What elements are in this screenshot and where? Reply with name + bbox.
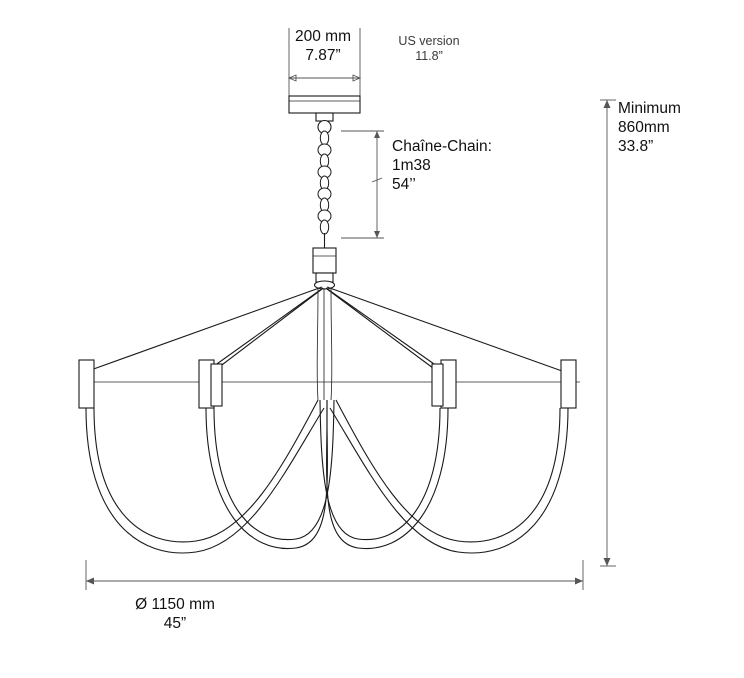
- diameter-line2: 45”: [163, 614, 187, 632]
- top-width-label: 200 mm 7.87”: [258, 28, 388, 66]
- central-hub: [312, 247, 337, 290]
- arm-end-sockets: [78, 359, 577, 409]
- minimum-line1: Minimum: [618, 100, 681, 117]
- draped-loops: [85, 287, 569, 554]
- chain-line1: Chaîne-Chain:: [392, 138, 492, 155]
- us-version-label: US version 11.8”: [374, 34, 484, 65]
- diameter-label: Ø 1150 mm 45”: [80, 596, 270, 634]
- top-width-line2: 7.87”: [305, 46, 341, 64]
- minimum-line2: 860mm: [618, 118, 670, 136]
- top-width-line1: 200 mm: [295, 28, 351, 45]
- top-width-dimension: [287, 28, 362, 96]
- minimum-height-label: Minimum 860mm 33.8”: [618, 100, 738, 157]
- upper-struts: [87, 286, 563, 375]
- diameter-line1: Ø 1150 mm: [135, 596, 215, 613]
- minimum-line3: 33.8”: [618, 137, 654, 155]
- minimum-height-dimension: [600, 99, 616, 567]
- chain-line3: 54’’: [392, 175, 416, 193]
- us-version-line1: US version: [398, 34, 460, 48]
- ceiling-canopy: [288, 95, 361, 135]
- suspension-chain: [317, 130, 332, 248]
- chain-length-label: Chaîne-Chain: 1m38 54’’: [392, 138, 542, 195]
- us-version-line2: 11.8”: [415, 49, 443, 64]
- chain-dimension: [341, 130, 384, 239]
- diameter-dimension: [85, 560, 584, 590]
- chain-line2: 1m38: [392, 156, 431, 174]
